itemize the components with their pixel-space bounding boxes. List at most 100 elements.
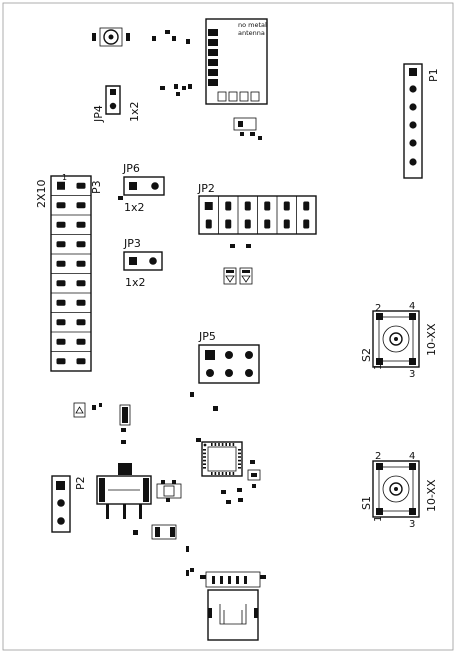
jp2-pin — [264, 201, 271, 211]
p1-label: P1 — [427, 68, 440, 82]
jp4-size-label: 1x2 — [128, 101, 141, 122]
p3-pin — [56, 338, 66, 345]
p2-label: P2 — [74, 476, 87, 490]
header-p2: P2 — [51, 475, 87, 533]
smd-cluster-below-qfn — [221, 488, 243, 504]
jp6-size-label: 1x2 — [124, 201, 145, 214]
qfn-pin-left — [203, 456, 206, 458]
s1-pin1: 1 — [373, 516, 384, 522]
qfn-pin-bottom — [211, 472, 213, 475]
qfn-pin-top — [214, 443, 217, 446]
header-jp4: JP4 1x2 — [92, 85, 141, 123]
s2-type-label: 10-XX — [425, 323, 438, 356]
qfn-pin-bottom — [214, 472, 217, 475]
qfn-pin-top — [218, 443, 220, 446]
p3-pin — [56, 280, 66, 287]
slide-switch — [96, 463, 152, 519]
s2-pin4: 4 — [409, 301, 415, 312]
jp2-pin — [244, 201, 251, 211]
p3-pin — [56, 241, 66, 248]
s2-pin1: 1 — [373, 364, 384, 370]
jp2-label: JP2 — [197, 182, 215, 195]
jp2-pin — [283, 219, 290, 229]
qfn-pin-left — [203, 459, 206, 462]
s1-pin3: 3 — [409, 519, 415, 530]
p3-pin — [76, 260, 86, 267]
crystal-under-module — [233, 117, 262, 140]
qfn-pin-right — [238, 456, 241, 458]
header-jp2 — [198, 195, 317, 235]
qfn-pin-left — [203, 467, 206, 469]
p3-pin1-label: 1 — [62, 173, 67, 182]
qfn-pin-right — [238, 449, 241, 451]
qfn-pin-top — [211, 443, 213, 446]
led-left-middle — [73, 402, 102, 418]
s1-pin4: 4 — [409, 451, 415, 462]
diode-bottom — [133, 524, 189, 576]
header-jp5: JP5 — [198, 330, 260, 384]
p3-pin — [76, 202, 86, 209]
p3-pin-square — [57, 181, 65, 190]
jp2-pin — [205, 219, 212, 229]
qfn-pin-top — [221, 443, 224, 446]
s2-pin2: 2 — [375, 303, 381, 314]
switch-s1: 2 4 1 3 S1 10-XX — [360, 451, 438, 530]
usb-connector — [190, 568, 266, 641]
p3-label: P3 — [90, 180, 103, 194]
header-jp6: JP6 1x2 — [118, 162, 165, 214]
p3-pin — [56, 299, 66, 306]
qfn-pin-left — [203, 449, 206, 451]
sot-regulator — [156, 480, 182, 502]
p3-pin — [76, 241, 86, 248]
jp2-pin — [225, 219, 232, 229]
qfn-pin-left — [203, 463, 206, 465]
jp3-size-label: 1x2 — [125, 276, 146, 289]
s2-label: S2 — [360, 348, 373, 362]
antenna-note-line1: no metal — [238, 21, 267, 29]
p3-pin — [76, 338, 86, 345]
antenna-note-line2: antenna — [238, 29, 265, 37]
smd-cluster-top — [152, 30, 192, 96]
inductor-vertical — [119, 404, 131, 444]
qfn-pin-bottom — [225, 472, 227, 475]
qfn-pin-right — [238, 467, 241, 469]
p3-pin — [76, 221, 86, 228]
s2-pin3: 3 — [409, 369, 415, 380]
s1-label: S1 — [360, 496, 373, 510]
p3-pin — [56, 221, 66, 228]
qfn-pin-top — [232, 443, 235, 446]
header-jp3: JP3 1x2 — [123, 237, 163, 289]
smd-cluster-jp2 — [223, 244, 253, 285]
jp2-pin — [303, 201, 310, 211]
smd-near-jp5 — [190, 392, 194, 397]
p3-size-label: 2X10 — [35, 179, 48, 208]
qfn-pin-bottom — [218, 472, 220, 475]
qfn-pin-bottom — [232, 472, 235, 475]
header-p1: P1 — [403, 63, 440, 179]
header-p3 — [50, 175, 92, 372]
jp6-label: JP6 — [122, 162, 140, 175]
jp4-label: JP4 — [92, 105, 105, 123]
s1-type-label: 10-XX — [425, 479, 438, 512]
jp2-pin — [225, 201, 232, 211]
jp5-label: JP5 — [198, 330, 216, 343]
p3-pin — [76, 280, 86, 287]
qfn-pin-bottom — [221, 472, 224, 475]
p3-pin — [76, 182, 86, 189]
jp3-label: JP3 — [123, 237, 141, 250]
s1-pin2: 2 — [375, 451, 381, 462]
jp2-pin — [303, 219, 310, 229]
qfn-pin-right — [238, 459, 241, 462]
p3-pin — [56, 319, 66, 326]
jp2-pin — [283, 201, 290, 211]
qfn-chip — [196, 438, 261, 488]
p3-pin — [76, 319, 86, 326]
qfn-pin-top — [229, 443, 231, 446]
p3-pin — [76, 299, 86, 306]
p3-pin — [56, 358, 66, 365]
qfn-pin-right — [238, 452, 241, 455]
jp2-pin-square — [204, 202, 213, 210]
antenna-connector — [92, 27, 130, 47]
